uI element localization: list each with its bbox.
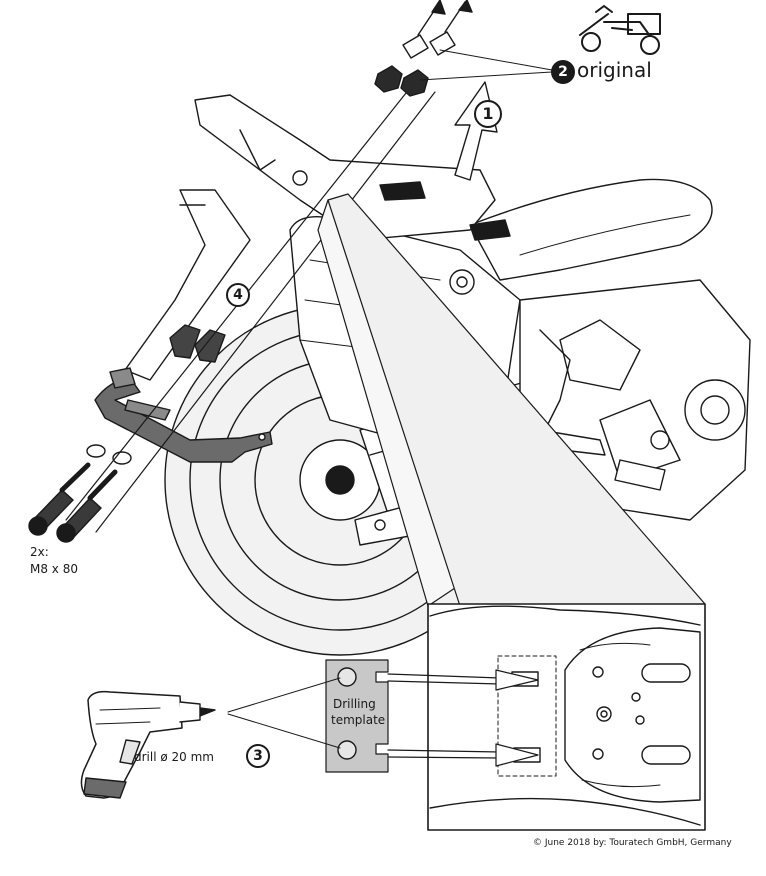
template-arrows [387,669,539,767]
motorcycle-icon [579,5,661,55]
bolt-qty-label: 2x: [30,545,49,559]
drilling-template [325,659,389,773]
spacers [169,324,226,363]
rear-frame [194,94,496,241]
step-2-badge: 2 [551,60,575,84]
rear-fender [124,189,251,381]
long-bolts [28,462,118,543]
washer [86,444,106,458]
copyright-label: © June 2018 by: Touratech GmbH, Germany [533,838,732,848]
bolt-size-label: M8 x 80 [30,562,78,576]
detail-inset [427,603,706,831]
washer [112,451,132,465]
template-label-2: template [331,713,386,727]
original-label: original [577,58,652,82]
step-3-badge: 3 [246,744,270,768]
seat [469,178,713,281]
template-label-1: Drilling [333,697,376,711]
original-bolts [402,0,473,59]
drill-icon [80,690,216,799]
step-1-badge: 1 [474,100,502,128]
step-4-badge: 4 [226,283,250,307]
drill-size-label: drill ø 20 mm [134,750,214,764]
rack-bracket [94,367,273,463]
nuts [374,65,429,97]
lift-arrow [454,81,498,181]
